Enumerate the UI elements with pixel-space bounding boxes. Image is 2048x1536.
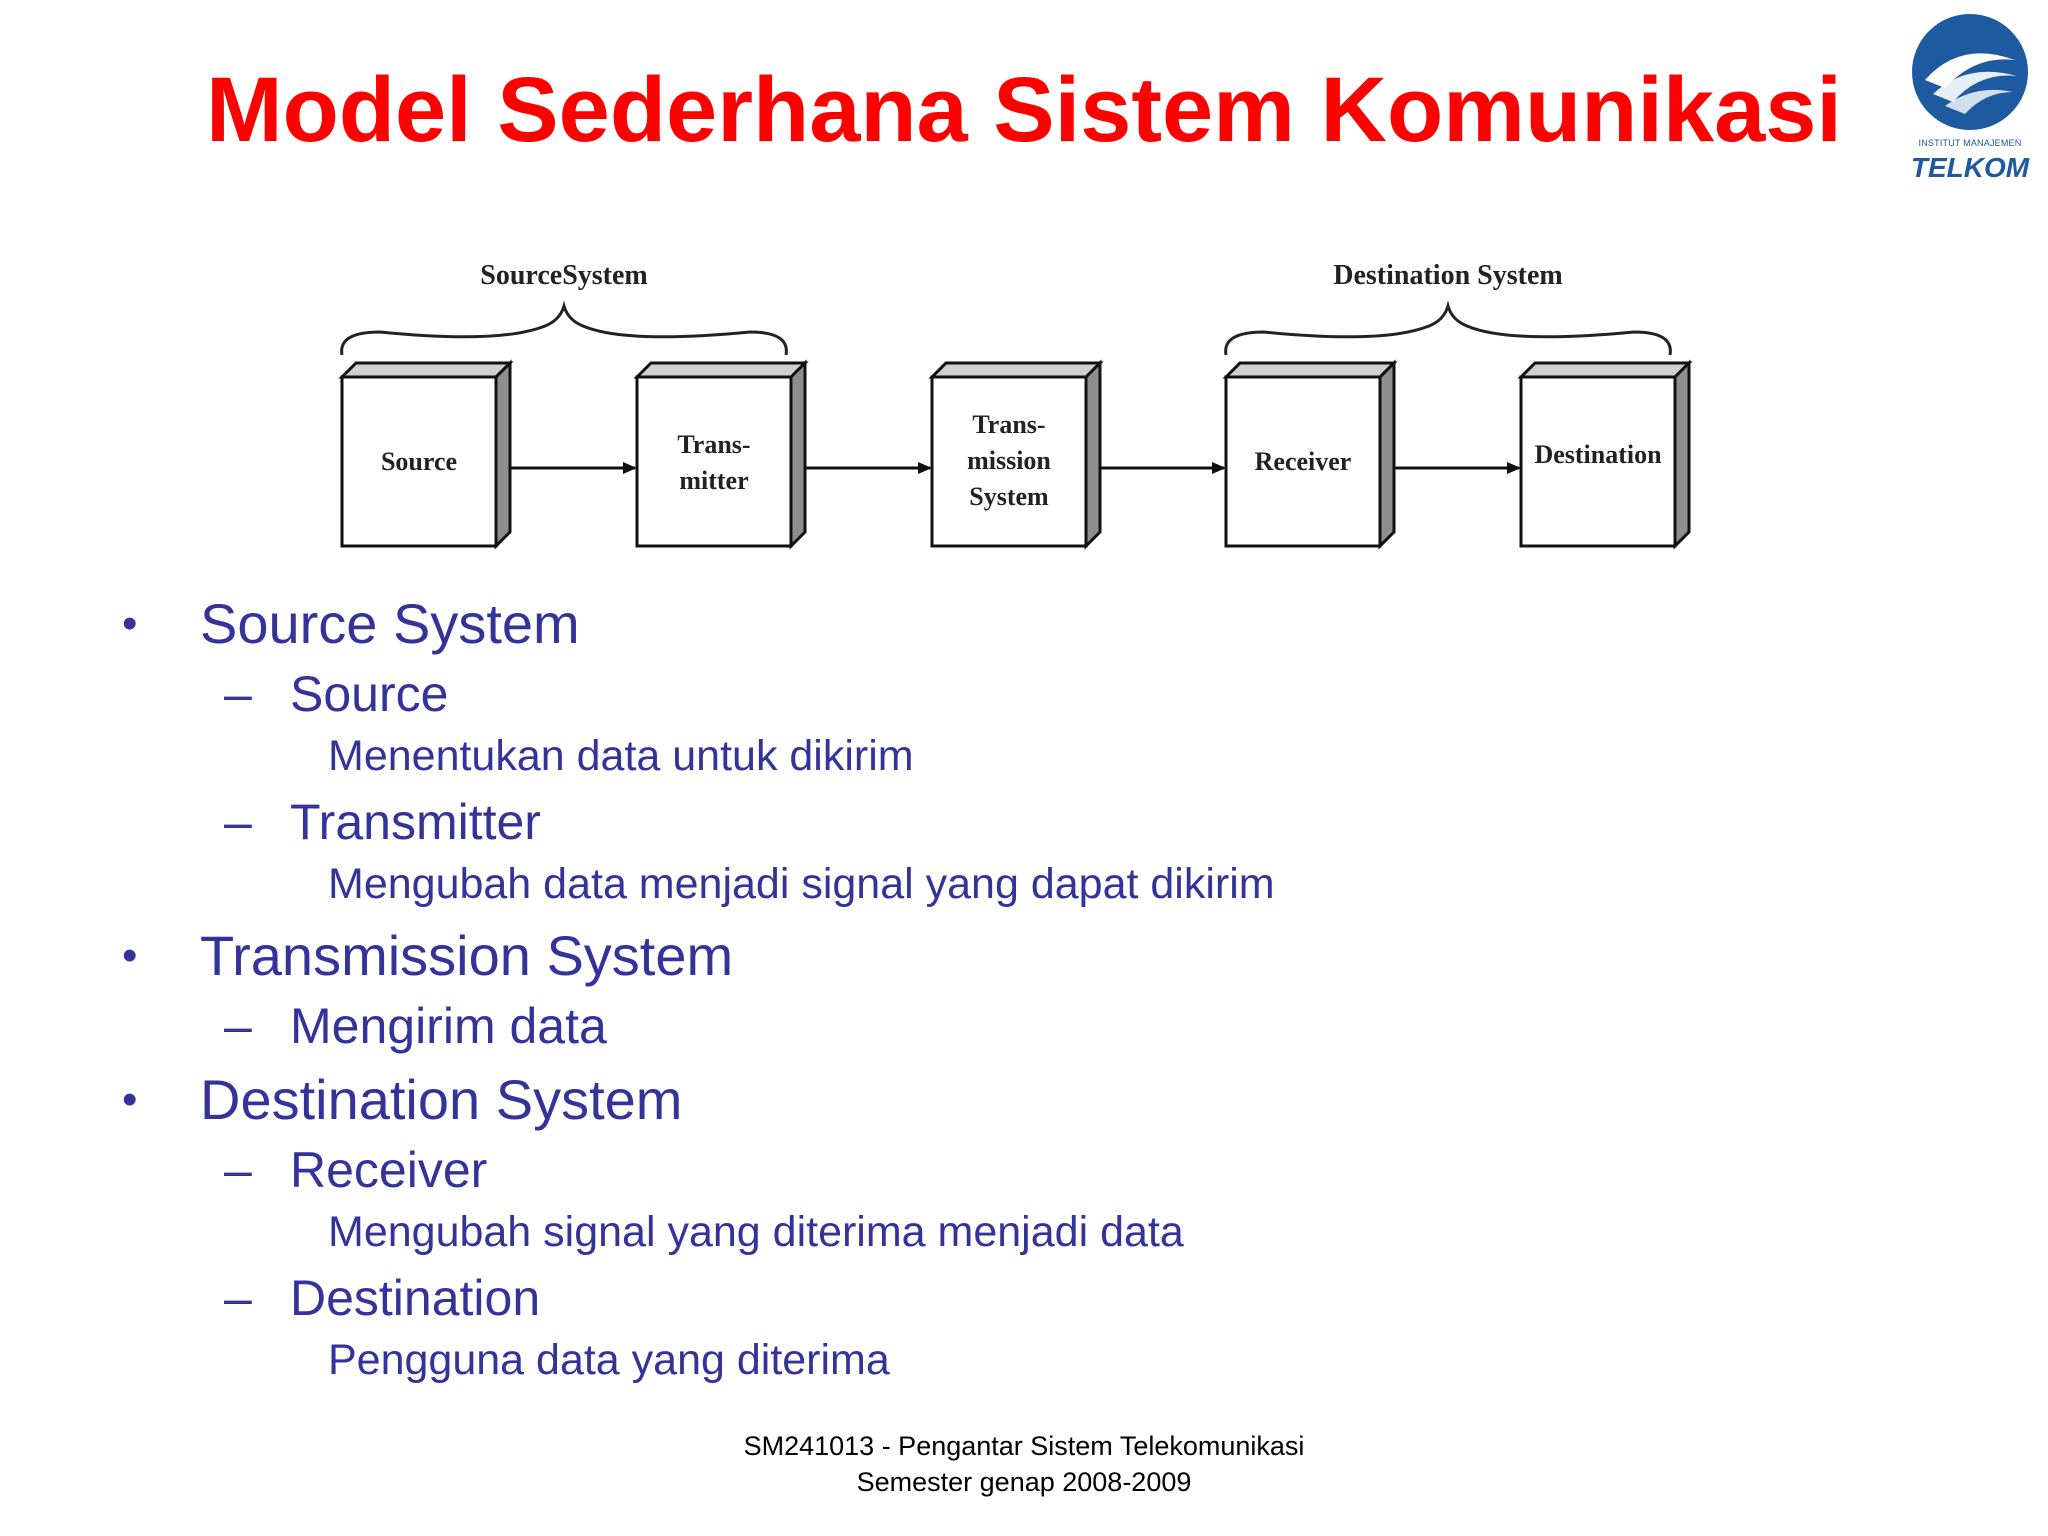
- box-transmission-line-2: mission: [967, 446, 1051, 475]
- box-destination-label: Destination: [1534, 440, 1662, 469]
- sub-bullet-text: Receiver: [290, 1142, 488, 1198]
- box-transmission-line-3: System: [969, 482, 1049, 511]
- slide-footer: SM241013 - Pengantar Sistem Telekomunika…: [0, 1428, 2048, 1500]
- detail-receiver: Mengubah signal yang diterima menjadi da…: [328, 1208, 1184, 1256]
- box-transmitter-line-2: mitter: [679, 466, 748, 495]
- slide-title: Model Sederhana Sistem Komunikasi: [205, 59, 1842, 161]
- footer-semester: Semester genap 2008-2009: [856, 1467, 1192, 1497]
- group-label-source-system: SourceSystem: [480, 260, 647, 291]
- dash-marker: –: [224, 998, 252, 1054]
- detail-transmitter: Mengubah data menjadi signal yang dapat …: [328, 860, 1275, 908]
- box-source-label: Source: [381, 447, 457, 476]
- box-destination: Destination: [1517, 359, 1693, 550]
- brace-source-system: [340, 300, 788, 356]
- box-receiver: Receiver: [1222, 359, 1398, 550]
- bullet-marker: •: [122, 931, 138, 980]
- dash-marker: –: [224, 794, 252, 850]
- group-label-destination-system: Destination System: [1333, 260, 1562, 291]
- detail-destination: Pengguna data yang diterima: [328, 1336, 890, 1384]
- sub-bullet-text: Destination: [290, 1270, 541, 1326]
- sub-bullet-text: Mengirim data: [290, 998, 607, 1054]
- bullet-text: Destination System: [200, 1068, 683, 1131]
- telkom-logo: INSTITUT MANAJEMEN TELKOM: [1905, 10, 2035, 183]
- dash-marker: –: [224, 666, 252, 722]
- detail-source: Menentukan data untuk dikirim: [328, 732, 914, 780]
- bullet-text: Transmission System: [200, 924, 734, 987]
- box-transmitter-line-1: Trans-: [677, 430, 750, 459]
- sub-bullet-text: Source: [290, 666, 449, 722]
- bullet-text: Source System: [200, 592, 580, 655]
- dash-marker: –: [224, 1142, 252, 1198]
- logo-subtitle: INSTITUT MANAJEMEN: [1918, 138, 2022, 148]
- logo-name: TELKOM: [1910, 152, 2030, 183]
- bullet-marker: •: [122, 599, 138, 648]
- brace-destination-system: [1224, 300, 1672, 356]
- box-transmitter: Trans- mitter: [633, 359, 809, 550]
- box-source: Source: [338, 359, 514, 550]
- footer-course: SM241013 - Pengantar Sistem Telekomunika…: [743, 1431, 1305, 1461]
- communication-model-diagram: SourceSystem Destination System Source T…: [320, 240, 1720, 570]
- sub-bullet-text: Transmitter: [290, 794, 541, 850]
- box-transmission-line-1: Trans-: [972, 410, 1045, 439]
- bullet-marker: •: [122, 1075, 138, 1124]
- box-receiver-label: Receiver: [1255, 447, 1352, 476]
- dash-marker: –: [224, 1270, 252, 1326]
- telkom-logo-icon: [1912, 14, 2028, 130]
- box-transmission-system: Trans- mission System: [928, 359, 1104, 550]
